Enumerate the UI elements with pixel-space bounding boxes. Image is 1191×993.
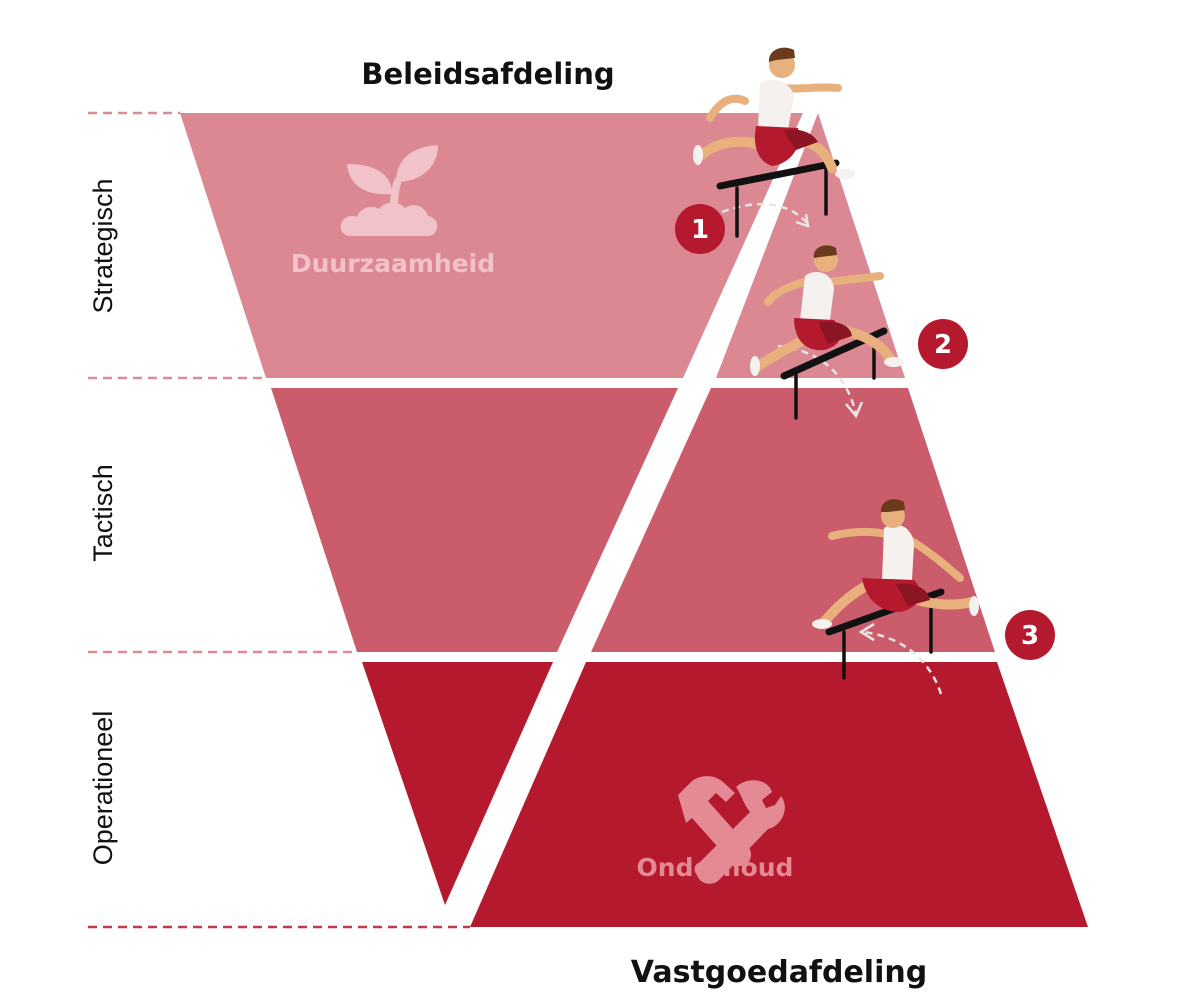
arrow-3-to-hurdle (861, 630, 943, 695)
level-label-tactical: Tactisch (88, 464, 118, 562)
sprout-icon (340, 145, 438, 236)
arrow-3-head (858, 622, 875, 642)
step-number-1: 1 (691, 215, 709, 245)
step-number-3: 3 (1021, 621, 1039, 651)
level-label-strategic: Strategisch (88, 178, 118, 313)
step-badge-2: 2 (918, 319, 968, 369)
runner-3-icon (812, 499, 979, 629)
arrow-1-to-2-head (795, 213, 810, 228)
level-label-operational: Operationeel (88, 711, 118, 866)
step-badge-3: 3 (1005, 610, 1055, 660)
policy-band-tactical (271, 388, 678, 652)
step-badge-1: 1 (675, 204, 725, 254)
policy-band-strategic (180, 113, 803, 378)
arrow-1-to-2 (721, 202, 809, 225)
real-estate-band-strategic (716, 113, 905, 378)
hurdle-1 (716, 159, 840, 238)
hammer-wrench-icon (678, 776, 785, 884)
label-duurzaamheid: Duurzaamheid (291, 249, 495, 278)
policy-band-operational (362, 662, 553, 905)
runner-1-icon (693, 47, 855, 179)
arrow-2-to-3-head (845, 401, 864, 419)
runner-2-icon (750, 245, 904, 376)
step-number-2: 2 (934, 330, 952, 360)
label-onderhoud: Onderhoud (637, 853, 794, 882)
real-estate-band-operational (470, 662, 1088, 927)
title-real-estate-department: Vastgoedafdeling (631, 955, 927, 990)
title-policy-department: Beleidsafdeling (361, 57, 614, 91)
